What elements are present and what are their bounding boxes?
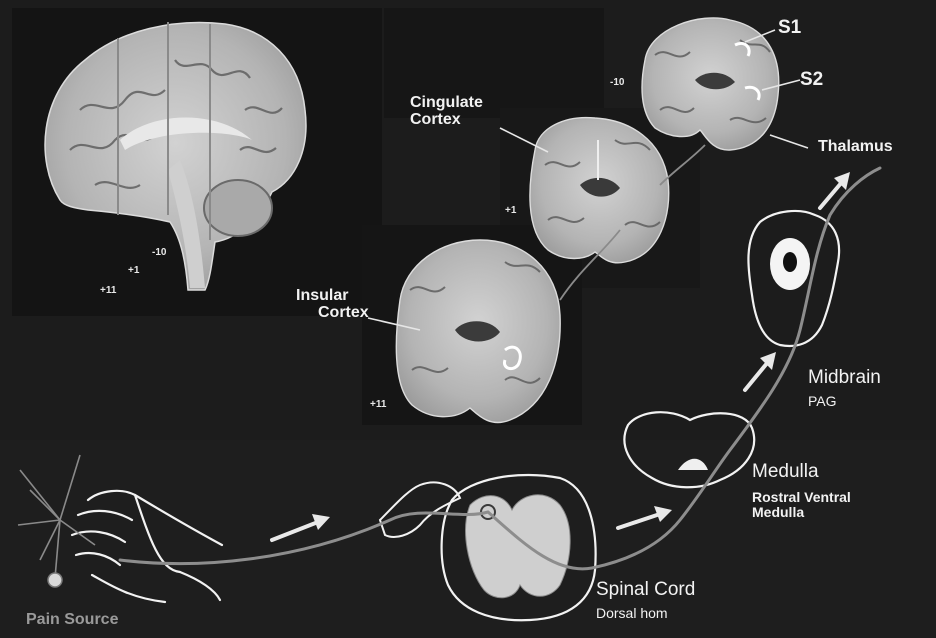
label-insular-line1: Insular: [296, 288, 369, 305]
label-cingulate-cortex: Cingulate Cortex: [410, 95, 483, 129]
label-dorsal-horn: Dorsal hom: [596, 606, 668, 621]
sagittal-level-minus10: -10: [152, 248, 166, 259]
coronal-slice-top: [642, 18, 779, 150]
sagittal-level-plus11: +11: [100, 286, 116, 297]
label-pag: PAG: [808, 394, 837, 409]
coronal-slice-bottom: [396, 240, 560, 423]
label-spinal-cord: Spinal Cord: [596, 580, 695, 600]
label-pain-source: Pain Source: [26, 612, 118, 629]
label-thalamus: Thalamus: [818, 139, 893, 156]
label-cingulate-line1: Cingulate: [410, 95, 483, 112]
coronal-top-level: -10: [610, 78, 624, 89]
sagittal-level-plus1: +1: [128, 266, 139, 277]
label-cingulate-line2: Cortex: [410, 112, 483, 129]
label-rostral-ventral-medulla: Rostral Ventral Medulla: [752, 490, 851, 519]
label-insular-line2: Cortex: [318, 305, 369, 322]
label-s2: S2: [800, 70, 823, 90]
label-medulla: Medulla: [752, 462, 819, 482]
coronal-bottom-level: +11: [370, 400, 386, 411]
midbrain-section: [748, 211, 839, 346]
label-midbrain: Midbrain: [808, 368, 881, 388]
label-insular-cortex: Insular Cortex: [296, 288, 369, 322]
coronal-slice-middle: [530, 118, 669, 263]
pain-source-dot: [48, 573, 62, 587]
coronal-middle-level: +1: [505, 206, 516, 217]
label-rvm-line2: Medulla: [752, 505, 851, 520]
label-rvm-line1: Rostral Ventral: [752, 490, 851, 505]
label-s1: S1: [778, 18, 801, 38]
